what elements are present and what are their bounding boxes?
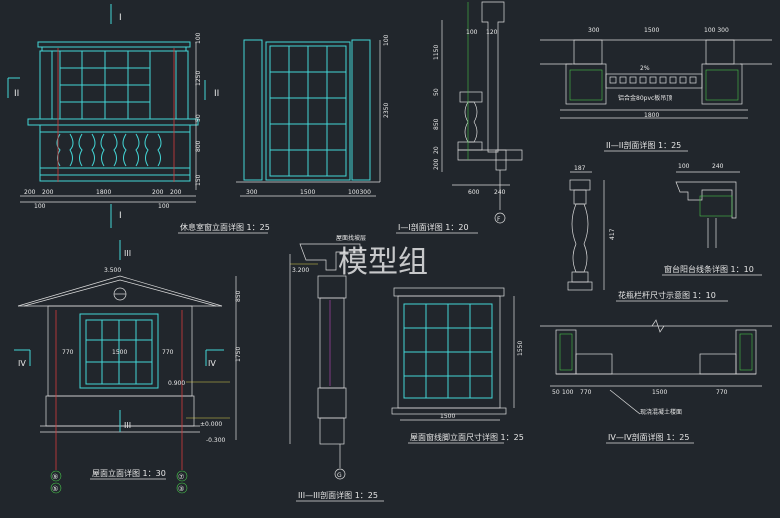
dim-e50: 50 [433,88,440,96]
title-building-elevation: 屋面立面详图 1：30 [92,468,166,478]
section-mark-i-bottom: I [119,211,122,221]
level-3500: 3.500 [104,267,121,274]
window-elevation-detail: 200 200 1800 200 200 100 100 1250 100 50… [7,4,270,234]
dim-100-b: 100 [158,203,170,210]
dim-100-a: 100 [34,203,46,210]
dim-e240: 240 [494,189,506,196]
dim-g187: 187 [574,165,586,172]
building-elevation-detail: 3.500 770 1500 770 0.900 ±0.000 -0.300 1… [14,240,242,494]
title-section-iv-iv: IV—IV剖面详图 1：25 [608,432,689,442]
dim-100-v2: 100 [383,34,390,46]
title-section-iii-iii: III—III剖面详图 1：25 [298,490,378,500]
section-iv-iv-detail: 50 100 770 1500 770 现浇混凝土楼面 IV—IV剖面详图 1：… [540,319,772,444]
dim-1250: 1250 [195,71,202,86]
axis-7: ⑦ [178,473,184,481]
section-mark-iii-top: III [124,249,131,258]
dim-1800: 1800 [96,189,111,196]
dim-f100300: 100 300 [704,27,729,34]
dim-200-d: 200 [170,189,182,196]
title-section-i-i: I—I剖面详图 1：20 [398,222,469,232]
dormer-window-elevation: 1500 1550 屋面窗线脚立面尺寸详图 1：25 [391,287,524,444]
dim-h770b: 770 [162,349,174,356]
dim-800: 800 [195,140,202,152]
title-section-ii-ii: II—II剖面详图 1：25 [606,140,681,150]
dim-k770b: 770 [716,389,728,396]
note-ceiling: 铝合金80pvc板吊顶 [618,94,672,102]
note-floor: 现浇混凝土楼面 [640,408,682,416]
dim-200-b: 200 [42,189,54,196]
level-0900: 0.900 [168,380,185,387]
dim-2350: 2350 [383,103,390,118]
section-iii-iii-detail: G 3.200 屋面找坡层 III—III剖面详图 1：25 [289,234,384,502]
axis-5: ⑤ [52,485,58,493]
baluster-dimension-detail: 187 417 花瓶栏杆尺寸示意图 1：10 [567,165,728,302]
section-mark-i-top: I [119,13,122,23]
dim-1500: 1500 [300,189,315,196]
dim-300: 300 [246,189,258,196]
section-i-i-detail: F 100 120 1150 50 850 20 200 600 240 I—I… [396,1,523,234]
title-baluster: 花瓶栏杆尺寸示意图 1：10 [618,290,716,300]
dim-j1500: 1500 [440,413,455,420]
section-mark-ii-left: II [14,89,19,99]
dim-f1500: 1500 [644,27,659,34]
dim-e120: 120 [486,29,498,36]
dim-50-v: 50 [195,114,202,122]
dim-e20: 20 [433,146,440,154]
note-roof: 屋面找坡层 [336,234,366,242]
dim-e100: 100 [466,29,478,36]
dim-e850: 850 [433,118,440,130]
dim-200-a: 200 [24,189,36,196]
dim-g240: 240 [712,163,724,170]
section-mark-iii-bottom: III [124,421,131,430]
door-elevation-detail: 300 1500 100300 2350 100 [236,34,390,197]
dim-h1750: 1750 [235,347,242,362]
level-0000: ±0.000 [200,421,222,428]
axis-3: ③ [178,485,184,493]
dim-h1500: 1500 [112,349,127,356]
dim-f300: 300 [588,27,600,34]
dim-e600: 600 [468,189,480,196]
title-sill-profile: 窗台阳台线条详图 1：10 [664,264,754,274]
dim-100300: 100300 [348,189,371,196]
dim-j1550: 1550 [517,341,524,356]
level-3200: 3.200 [292,267,309,274]
dim-200-c: 200 [152,189,164,196]
dim-k1500: 1500 [652,389,667,396]
dim-k50: 50 [552,389,560,396]
dim-k770a: 770 [580,389,592,396]
dim-g417: 417 [609,228,616,240]
axis-g: G [337,472,342,479]
axis-f: F [497,216,501,223]
level-0300: -0.300 [206,437,226,444]
dim-h770a: 770 [62,349,74,356]
section-ii-ii-detail: 300 1500 100 300 2% 1800 铝合金80pvc板吊顶 II—… [540,27,772,152]
section-mark-ii-right: II [214,89,219,99]
dim-h850: 850 [235,290,242,302]
dim-100-v: 100 [195,32,202,44]
dim-f1800: 1800 [644,112,659,119]
axis-9: ⑨ [52,473,58,481]
section-mark-iv-left: IV [18,359,26,368]
title-window-elevation: 休息室窗立面详图 1：25 [180,222,270,232]
dim-k100: 100 [562,389,574,396]
title-dormer-window: 屋面窗线脚立面尺寸详图 1：25 [410,432,524,442]
dim-150: 150 [195,174,202,186]
dim-g100: 100 [678,163,690,170]
dim-e1150: 1150 [433,45,440,60]
watermark-text: 模型组 [338,245,428,280]
section-mark-iv-right: IV [208,359,216,368]
dim-f2pct: 2% [640,65,650,72]
dim-e200: 200 [433,158,440,170]
sill-profile-detail: 100 240 窗台阳台线条详图 1：10 [662,163,762,276]
